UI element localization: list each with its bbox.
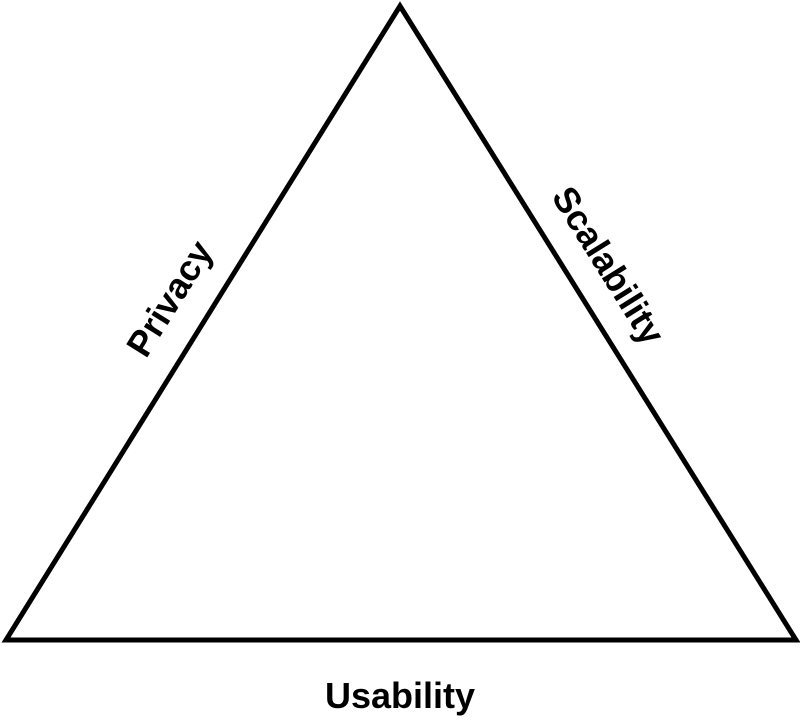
edge-label-privacy: Privacy [118, 233, 221, 363]
triangle-shape [1, 1, 800, 643]
edge-label-usability: Usability [325, 675, 475, 716]
